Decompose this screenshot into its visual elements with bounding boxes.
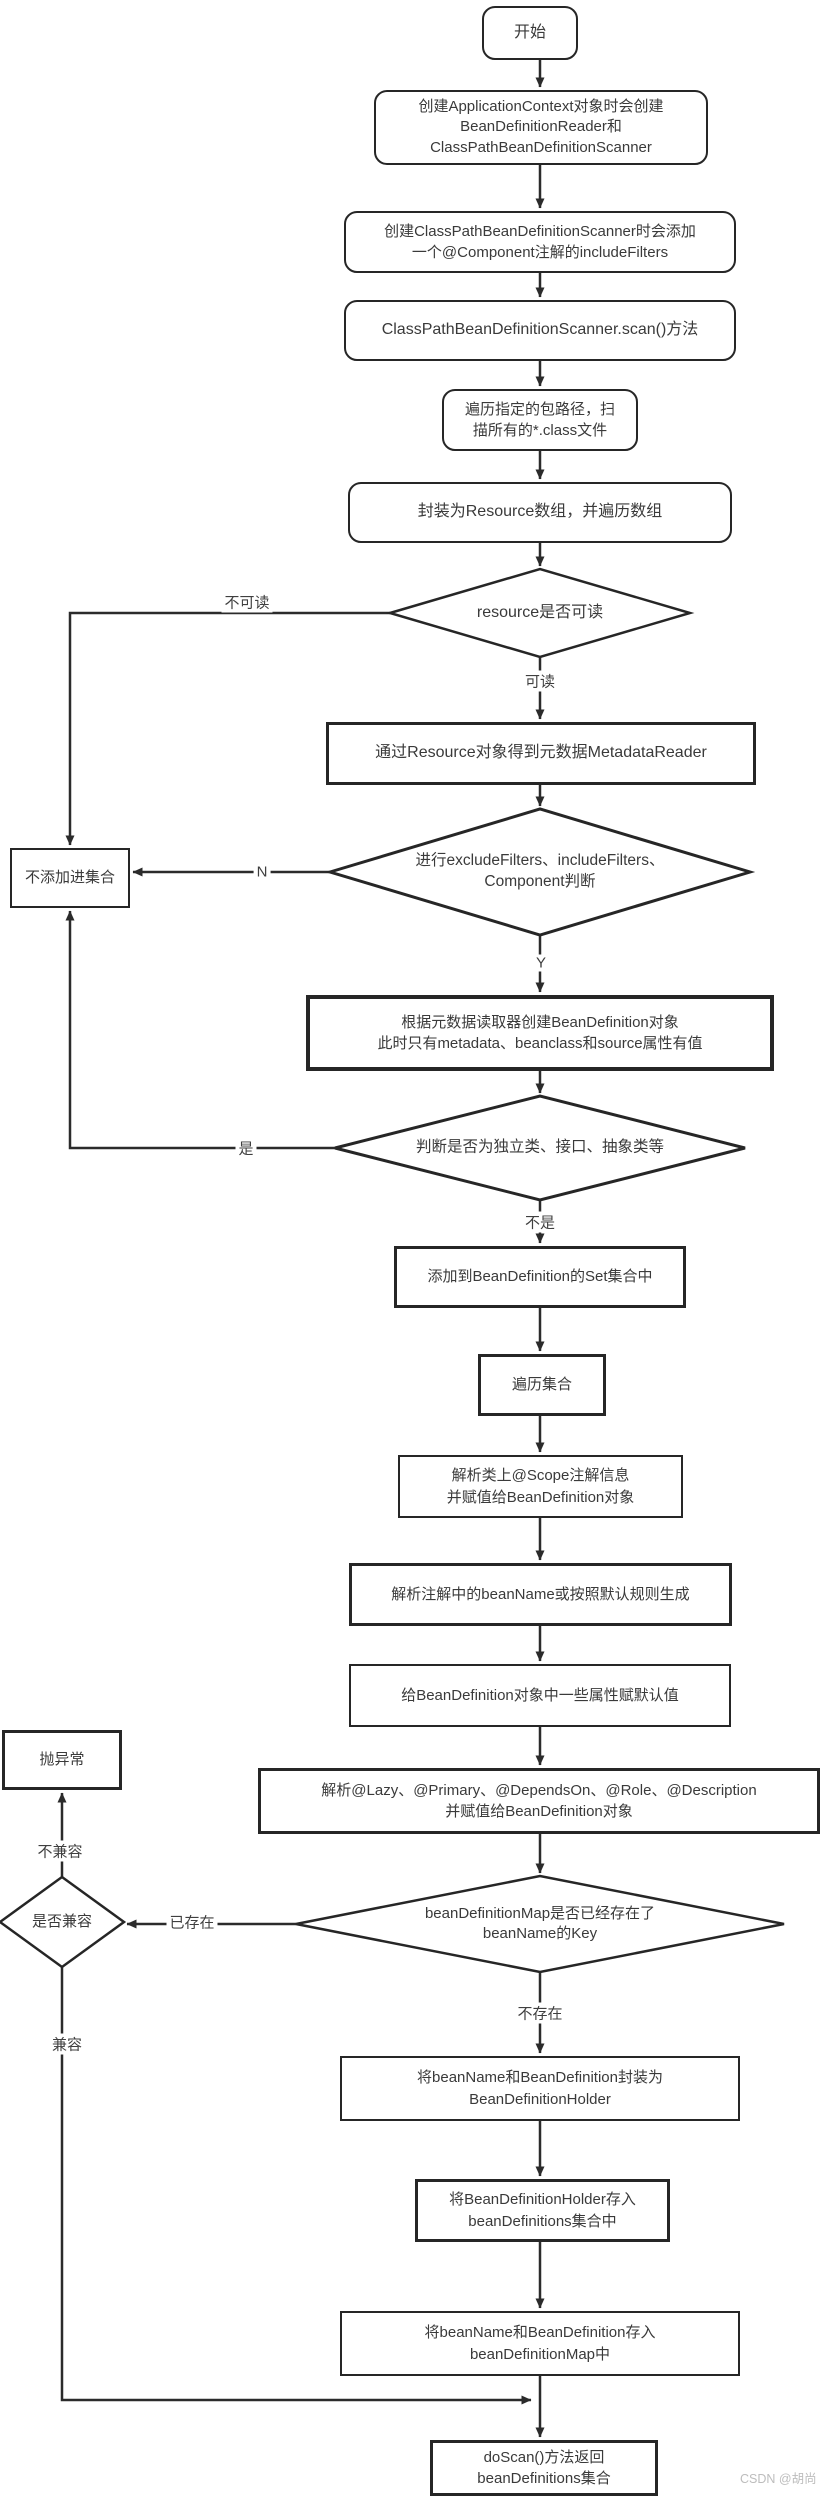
node-parse-annotations-label: 解析@Lazy、@Primary、@DependsOn、@Role、@Descr… <box>321 1781 757 1820</box>
node-add-to-set-label: 添加到BeanDefinition的Set集合中 <box>427 1268 653 1286</box>
decision-filter-check-shape <box>324 807 756 937</box>
decision-shapes <box>0 567 785 1974</box>
node-parse-scope-label: 解析类上@Scope注解信息 并赋值给BeanDefinition对象 <box>446 1467 635 1506</box>
edge-label-yes: 是 <box>235 1137 257 1159</box>
node-scan-method-label: ClassPathBeanDefinitionScanner.scan()方法 <box>381 321 699 339</box>
edge-label-y: Y <box>532 954 550 972</box>
node-store-map-label: 将beanName和BeanDefinition存入 beanDefinitio… <box>424 2324 656 2363</box>
node-parse-bean-name-label: 解析注解中的beanName或按照默认规则生成 <box>391 1585 690 1603</box>
edge-label-no: 不是 <box>521 1211 559 1233</box>
watermark: CSDN @胡尚 <box>740 2472 817 2486</box>
node-traverse-set-label: 遍历集合 <box>511 1376 572 1394</box>
node-store-map: 将beanName和BeanDefinition存入 beanDefinitio… <box>340 2311 740 2376</box>
node-scan-method: ClassPathBeanDefinitionScanner.scan()方法 <box>344 300 736 361</box>
node-traverse-set: 遍历集合 <box>478 1354 606 1416</box>
node-throw-exception: 抛异常 <box>2 1730 122 1790</box>
node-create-scanner-label: 创建ClassPathBeanDefinitionScanner时会添加 一个@… <box>384 222 696 261</box>
decision-independent-check-label: 判断是否为独立类、接口、抽象类等 <box>415 1138 665 1156</box>
decision-compatible-check-label: 是否兼容 <box>31 1912 93 1930</box>
edge-label-not-readable: 不可读 <box>221 591 273 613</box>
node-wrap-resource-label: 封装为Resource数组，并遍历数组 <box>417 503 663 521</box>
node-start-label: 开始 <box>513 23 546 41</box>
node-assign-defaults-label: 给BeanDefinition对象中一些属性赋默认值 <box>401 1686 679 1704</box>
node-parse-bean-name: 解析注解中的beanName或按照默认规则生成 <box>349 1563 732 1626</box>
node-store-holder: 将BeanDefinitionHolder存入 beanDefinitions集… <box>415 2179 670 2242</box>
edge-label-compatible: 兼容 <box>48 2033 86 2055</box>
node-doscan-return-label: doScan()方法返回 beanDefinitions集合 <box>477 2448 611 2487</box>
node-get-metadata: 通过Resource对象得到元数据MetadataReader <box>326 722 756 785</box>
node-throw-exception-label: 抛异常 <box>39 1751 85 1769</box>
decision-compatible-check-shape <box>0 1875 127 1969</box>
edge-label-exists: 已存在 <box>166 1911 218 1933</box>
edge-compatible-to-doscan-junction <box>60 1967 532 2405</box>
node-wrap-resource: 封装为Resource数组，并遍历数组 <box>348 482 732 543</box>
edge-label-incompatible: 不兼容 <box>34 1840 86 1862</box>
node-create-bean-definition: 根据元数据读取器创建BeanDefinition对象 此时只有metadata、… <box>306 995 774 1071</box>
edge-not-readable-to-not-add <box>65 611 390 846</box>
decision-resource-readable-shape <box>385 567 695 659</box>
node-add-to-set: 添加到BeanDefinition的Set集合中 <box>394 1246 686 1308</box>
node-wrap-holder-label: 将beanName和BeanDefinition封装为 BeanDefiniti… <box>417 2069 663 2108</box>
node-create-bean-definition-label: 根据元数据读取器创建BeanDefinition对象 此时只有metadata、… <box>377 1013 703 1052</box>
node-parse-scope: 解析类上@Scope注解信息 并赋值给BeanDefinition对象 <box>398 1455 683 1518</box>
node-start: 开始 <box>482 6 578 60</box>
node-traverse-package: 遍历指定的包路径，扫 描所有的*.class文件 <box>442 389 638 451</box>
decision-resource-readable-label: resource是否可读 <box>476 604 604 622</box>
decision-map-key-check-label: beanDefinitionMap是否已经存在了beanName的Key <box>424 1904 656 1942</box>
edge-label-not-exists: 不存在 <box>514 2002 566 2024</box>
node-create-context-label: 创建ApplicationContext对象时会创建 BeanDefinitio… <box>418 98 664 156</box>
node-traverse-package-label: 遍历指定的包路径，扫 描所有的*.class文件 <box>464 400 615 439</box>
node-get-metadata-label: 通过Resource对象得到元数据MetadataReader <box>375 744 707 762</box>
node-not-add-label: 不添加进集合 <box>24 869 115 887</box>
node-parse-annotations: 解析@Lazy、@Primary、@DependsOn、@Role、@Descr… <box>258 1768 820 1834</box>
node-store-holder-label: 将BeanDefinitionHolder存入 beanDefinitions集… <box>449 2191 636 2230</box>
node-create-context: 创建ApplicationContext对象时会创建 BeanDefinitio… <box>374 90 708 165</box>
node-not-add: 不添加进集合 <box>10 848 130 908</box>
edge-label-readable: 可读 <box>521 670 559 692</box>
decision-map-key-check-shape <box>295 1874 785 1974</box>
node-doscan-return: doScan()方法返回 beanDefinitions集合 <box>430 2440 658 2496</box>
edge-independent-yes-to-not-add <box>65 910 335 1150</box>
decision-independent-check-shape <box>334 1094 746 1202</box>
node-create-scanner: 创建ClassPathBeanDefinitionScanner时会添加 一个@… <box>344 211 736 273</box>
node-assign-defaults: 给BeanDefinition对象中一些属性赋默认值 <box>349 1664 731 1727</box>
node-wrap-holder: 将beanName和BeanDefinition封装为 BeanDefiniti… <box>340 2056 740 2121</box>
edge-label-n: N <box>253 863 271 881</box>
decision-filter-check-label: 进行excludeFilters、includeFilters、 Compone… <box>415 852 665 890</box>
